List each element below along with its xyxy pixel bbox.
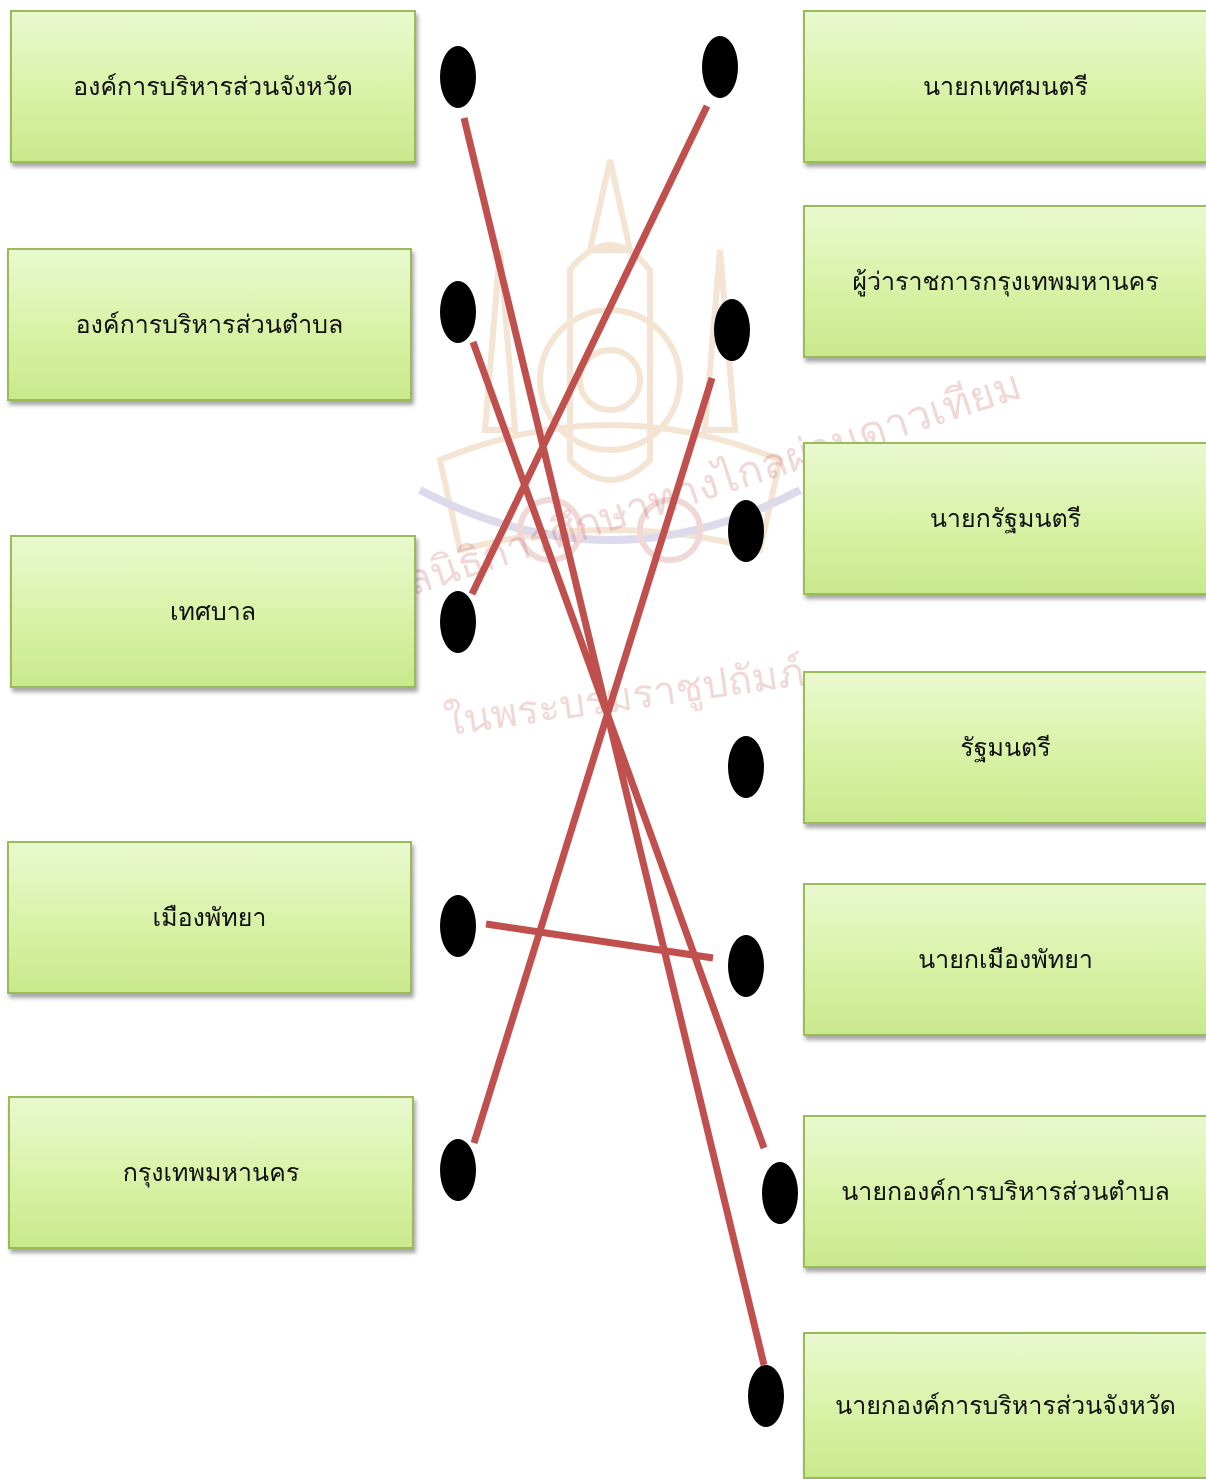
left-box-label: องค์การบริหารส่วนจังหวัด [73,71,353,101]
right-box-bangkok-governor[interactable]: ผู้ว่าราชการกรุงเทพมหานคร [803,205,1206,358]
right-connector-dot-0[interactable] [702,36,738,98]
right-connector-dot-5[interactable] [762,1162,798,1224]
connector-line-2 [468,104,711,596]
connector-line-3 [485,920,714,962]
left-connector-dot-3[interactable] [440,895,476,957]
right-box-label: ผู้ว่าราชการกรุงเทพมหานคร [852,266,1159,296]
right-box-pattaya-mayor[interactable]: นายกเมืองพัทยา [803,883,1206,1036]
right-connector-dot-1[interactable] [714,299,750,361]
left-box-provincial-admin[interactable]: องค์การบริหารส่วนจังหวัด [10,10,416,163]
left-box-municipality[interactable]: เทศบาล [10,535,416,688]
right-connector-dot-3[interactable] [728,736,764,798]
right-box-label: นายกเมืองพัทยา [918,944,1093,974]
right-box-label: นายกองค์การบริหารส่วนตำบล [841,1176,1170,1206]
left-connector-dot-1[interactable] [440,281,476,343]
left-box-label: เมืองพัทยา [152,902,267,932]
right-connector-dot-4[interactable] [728,935,764,997]
right-connector-dot-2[interactable] [728,500,764,562]
connector-line-1 [469,340,768,1150]
right-box-mayor[interactable]: นายกเทศมนตรี [803,10,1206,163]
right-connector-dot-6[interactable] [748,1365,784,1427]
left-box-subdistrict-admin[interactable]: องค์การบริหารส่วนตำบล [7,248,412,401]
connector-line-4 [470,376,716,1145]
left-box-label: องค์การบริหารส่วนตำบล [75,309,344,339]
right-box-sao-chief[interactable]: นายกองค์การบริหารส่วนตำบล [803,1115,1206,1268]
right-box-label: นายกรัฐมนตรี [929,503,1082,533]
left-connector-dot-0[interactable] [440,46,476,108]
right-box-minister[interactable]: รัฐมนตรี [803,671,1206,824]
left-box-label: เทศบาล [169,596,257,626]
left-box-label: กรุงเทพมหานคร [122,1157,300,1187]
left-connector-dot-2[interactable] [440,591,476,653]
right-box-label: นายกองค์การบริหารส่วนจังหวัด [835,1390,1176,1420]
left-box-bangkok[interactable]: กรุงเทพมหานคร [8,1096,414,1249]
left-box-pattaya[interactable]: เมืองพัทยา [7,841,412,994]
right-box-pao-chief[interactable]: นายกองค์การบริหารส่วนจังหวัด [803,1332,1206,1479]
right-box-label: รัฐมนตรี [960,732,1051,762]
right-box-prime-minister[interactable]: นายกรัฐมนตรี [803,442,1206,595]
left-connector-dot-4[interactable] [440,1139,476,1201]
right-box-label: นายกเทศมนตรี [922,71,1089,101]
